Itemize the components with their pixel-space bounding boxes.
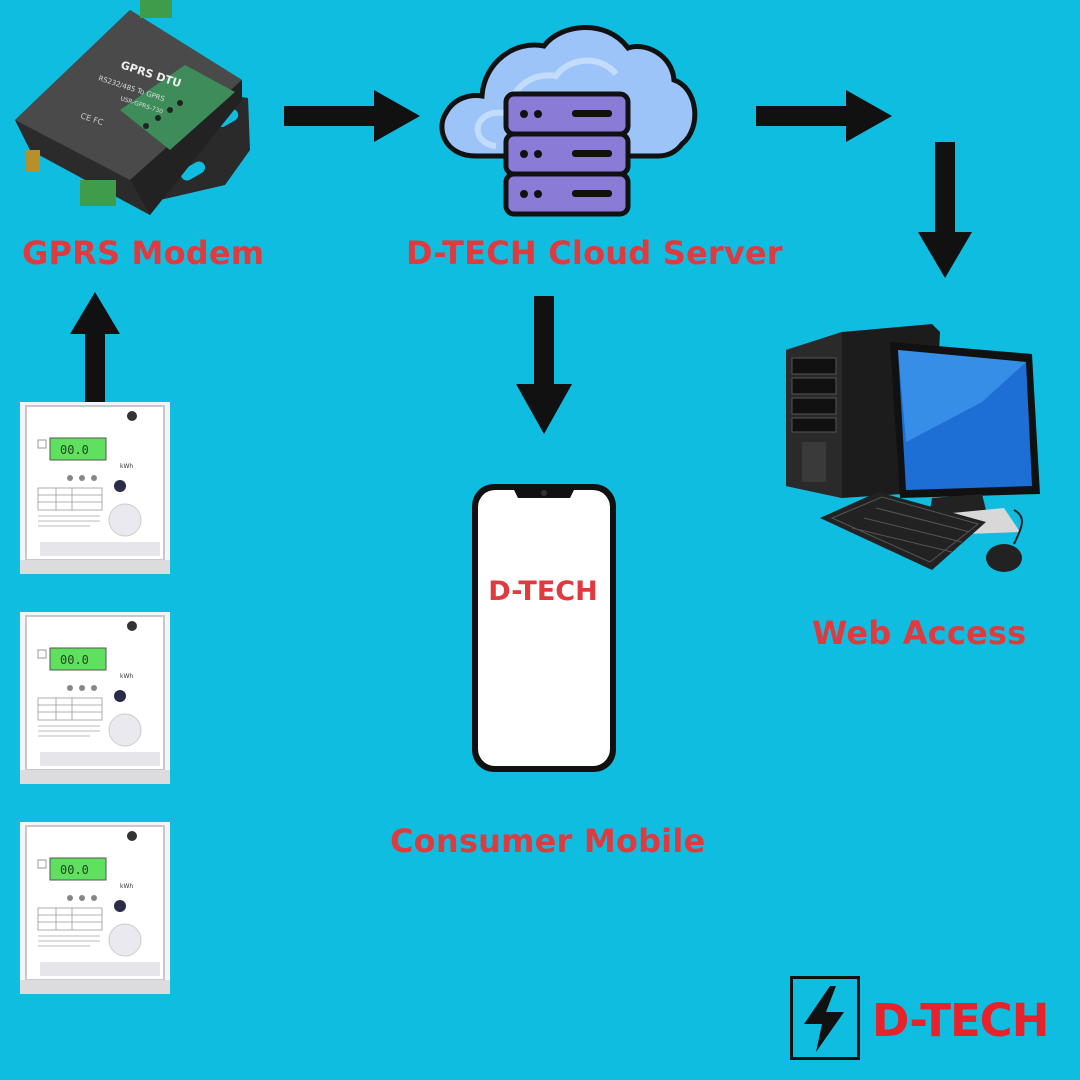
meter-3-display: 00.0: [60, 863, 89, 877]
energy-meter-2: 00.0 kWh: [20, 612, 170, 784]
meter-2-display: 00.0: [60, 653, 89, 667]
meter-1-display: 00.0: [60, 443, 89, 457]
lightning-bolt-icon: [790, 976, 862, 1062]
energy-meter-3: 00.0 kWh: [20, 822, 170, 994]
smartphone-icon: [470, 482, 618, 774]
arrow-meters-to-modem: [70, 292, 120, 404]
gprs-modem-label: GPRS Modem: [22, 234, 265, 272]
meter-1-unit: kWh: [120, 463, 133, 470]
gprs-modem-device: GPRS DTU RS232/485 To GPRS USR-GPRS-730 …: [10, 0, 255, 225]
brand-logo: [790, 976, 1052, 1062]
arrow-down-to-web: [918, 142, 972, 278]
desktop-computer-icon: [782, 322, 1050, 582]
phone-screen-brand: D-TECH: [488, 576, 598, 607]
consumer-mobile-label: Consumer Mobile: [390, 822, 706, 860]
cloud-server-label: D-TECH Cloud Server: [406, 234, 783, 272]
meter-3-unit: kWh: [120, 883, 133, 890]
cloud-server-icon: [436, 18, 700, 218]
arrow-cloud-to-web: [756, 88, 892, 144]
web-access-label: Web Access: [812, 614, 1027, 652]
meter-2-unit: kWh: [120, 673, 133, 680]
arrow-cloud-to-mobile: [516, 296, 572, 434]
energy-meter-1: 00.0 kWh: [20, 402, 170, 574]
brand-logo-text: D-TECH: [872, 994, 1049, 1047]
arrow-modem-to-cloud: [284, 88, 420, 144]
